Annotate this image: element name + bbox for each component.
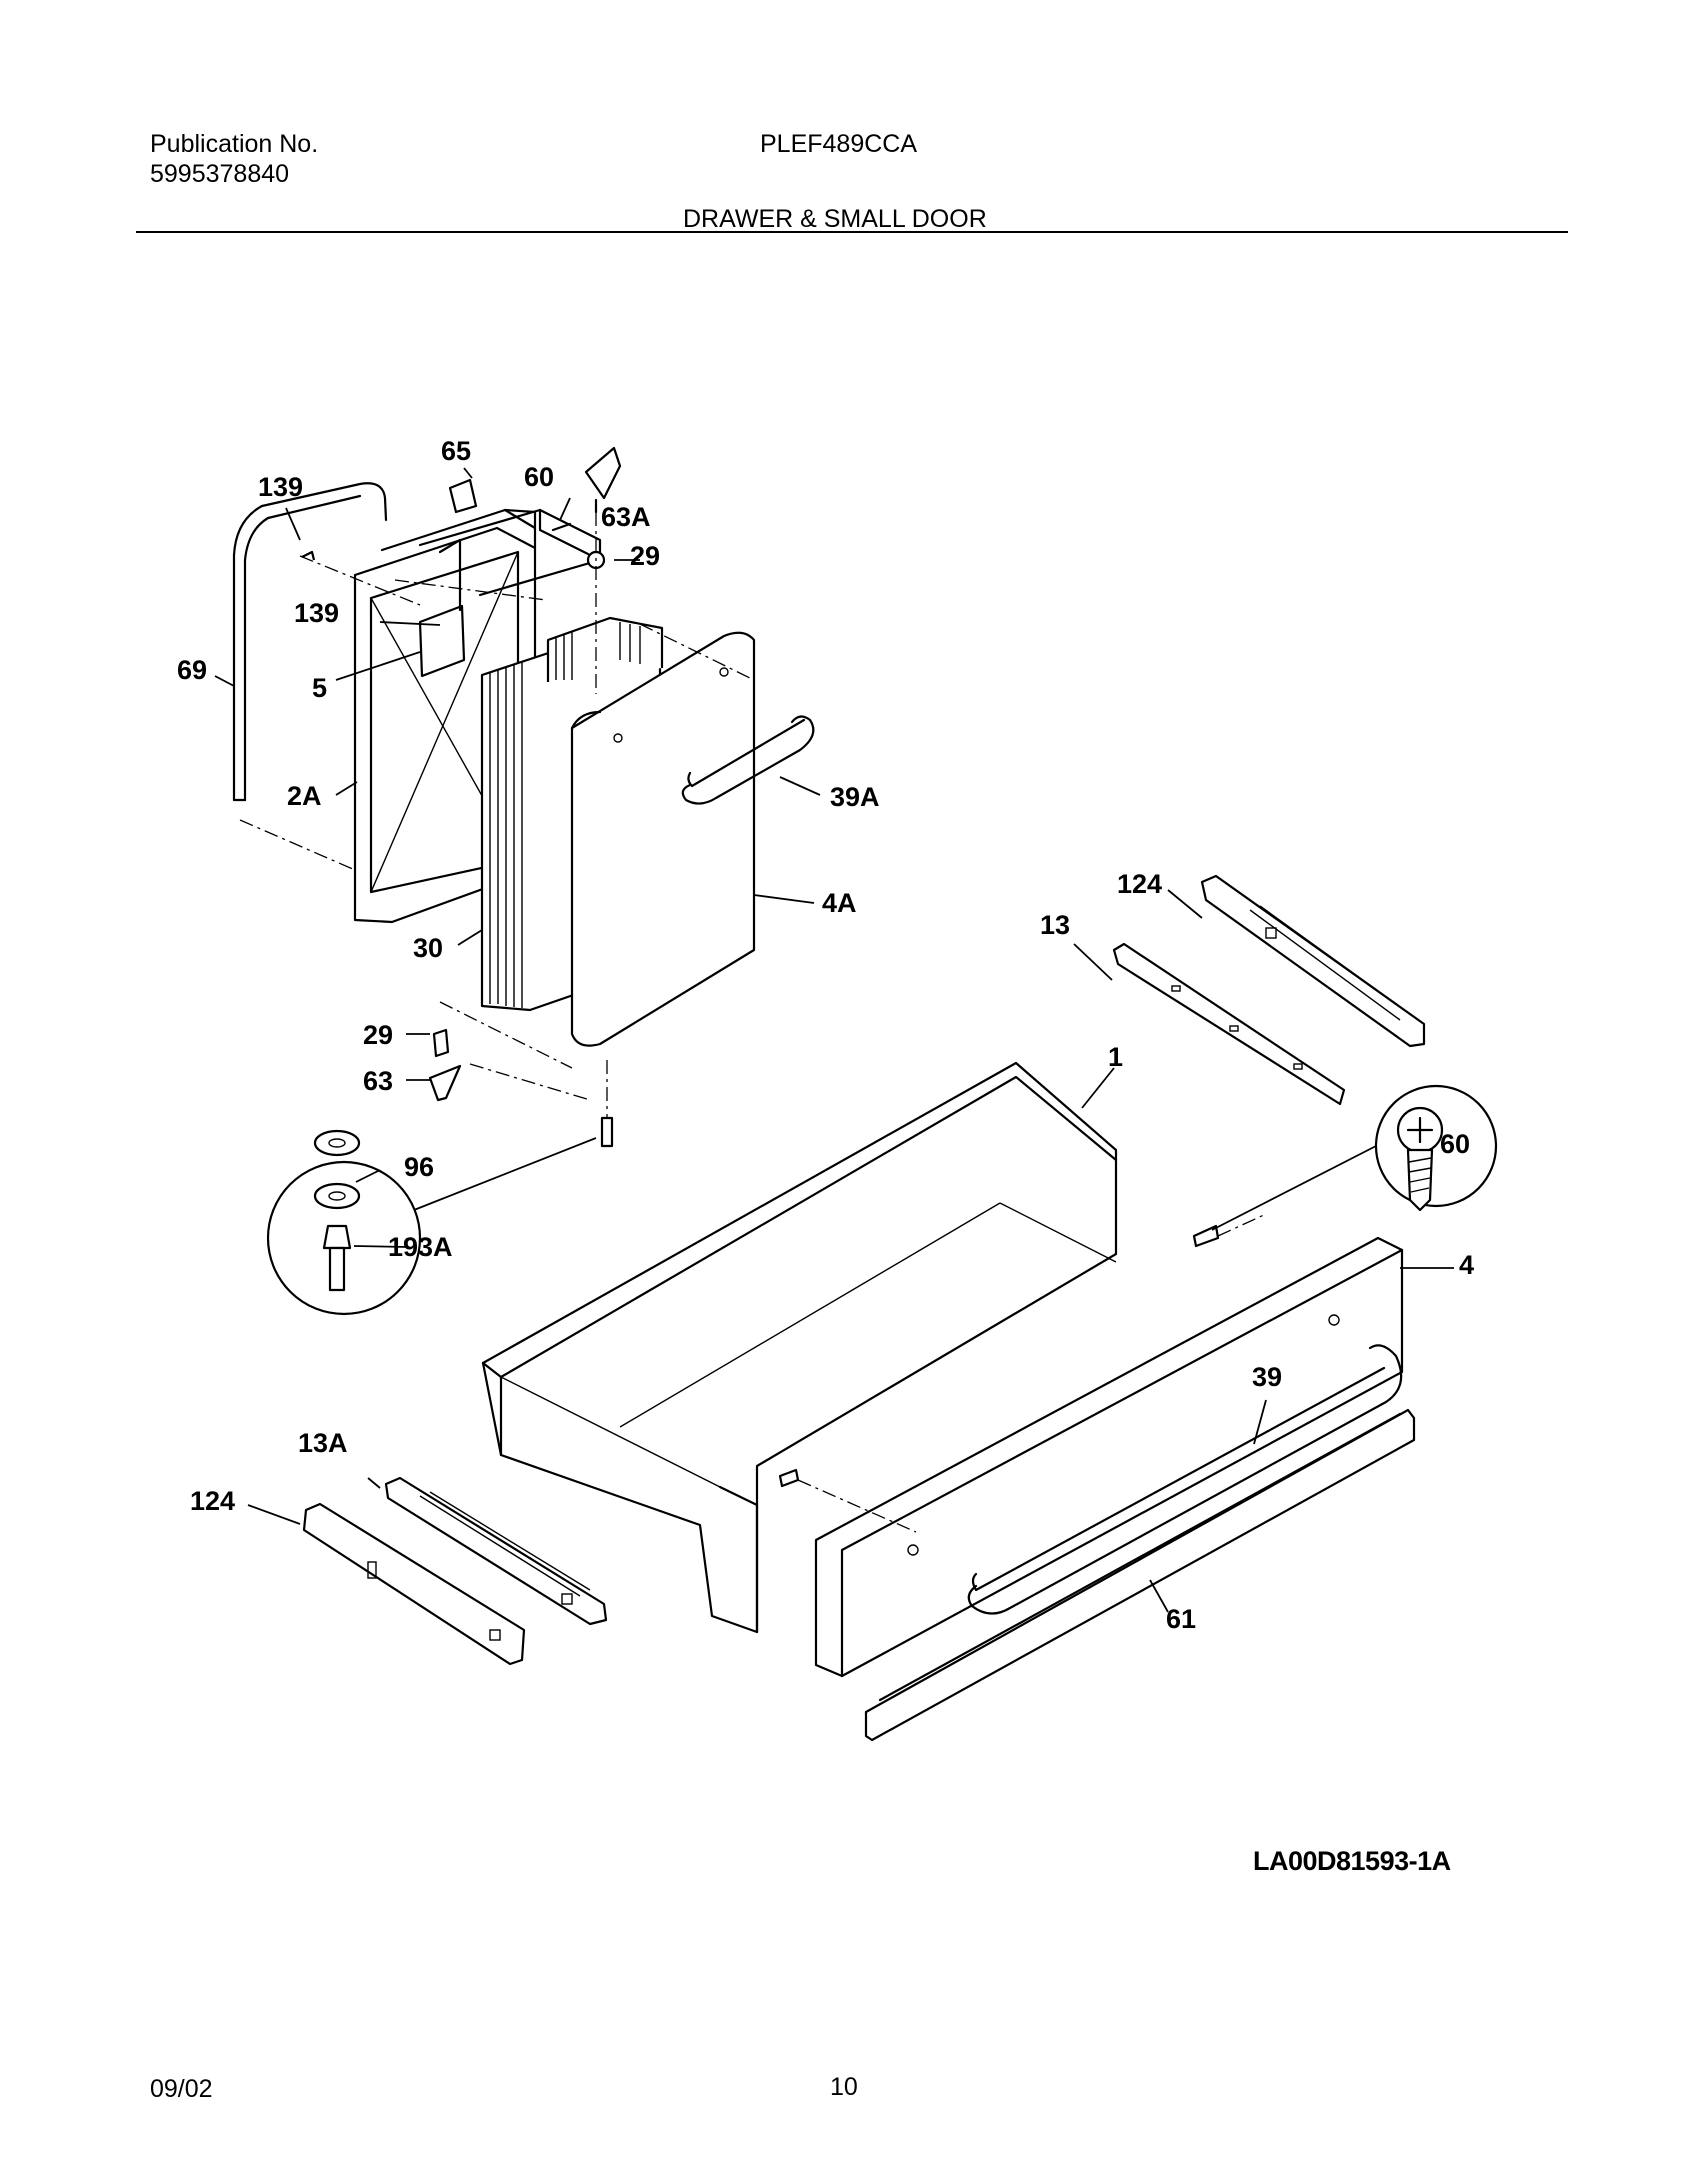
callout-60-detail: 60 <box>1440 1129 1470 1159</box>
callout-13: 13 <box>1040 910 1070 940</box>
callout-63A: 63A <box>601 502 651 532</box>
drawer-rail-124-right <box>1200 874 1426 1048</box>
callout-13A: 13A <box>298 1428 348 1458</box>
door-handle-39A <box>681 715 815 805</box>
callout-139-top: 139 <box>258 472 303 502</box>
drawer-screws <box>778 1213 1267 1533</box>
page-number: 10 <box>830 2073 858 2101</box>
small-door-panel-4A <box>570 631 756 1047</box>
diagram-code: LA00D81593-1A <box>1253 1846 1451 1876</box>
callout-139-mid: 139 <box>294 598 339 628</box>
drawer-slide-13A <box>384 1476 608 1626</box>
publication-label: Publication No. <box>150 130 319 158</box>
callout-60-top: 60 <box>524 462 554 492</box>
callout-4: 4 <box>1459 1250 1474 1280</box>
callout-69: 69 <box>177 655 207 685</box>
callout-124-left: 124 <box>190 1486 235 1516</box>
assembly-dashes-door <box>239 512 755 1118</box>
door-trim-69 <box>232 482 388 802</box>
leader-lines <box>214 467 1454 1613</box>
top-channel-bracket <box>418 508 602 597</box>
drawer-rail-124-left <box>302 1502 526 1666</box>
hinge-bracket-5 <box>418 538 466 678</box>
callout-96: 96 <box>404 1152 434 1182</box>
drawer-handle-39 <box>967 1344 1403 1615</box>
callout-29-top: 29 <box>630 541 660 571</box>
callout-1: 1 <box>1108 1042 1123 1072</box>
model-number: PLEF489CCA <box>760 130 918 158</box>
callout-4A: 4A <box>822 888 857 918</box>
callout-29-bottom: 29 <box>363 1020 393 1050</box>
section-title: DRAWER & SMALL DOOR <box>683 205 987 233</box>
detail-circle <box>266 1129 597 1316</box>
callout-39: 39 <box>1252 1362 1282 1392</box>
door-hardware-bottom <box>428 1028 614 1148</box>
callout-65: 65 <box>441 436 471 466</box>
footer-date: 09/02 <box>150 2075 213 2103</box>
publication-number: 5995378840 <box>150 160 290 188</box>
callout-61: 61 <box>1166 1604 1196 1634</box>
kick-plate-61 <box>864 1408 1416 1742</box>
header-rule <box>136 231 1568 233</box>
callout-193A: 193A <box>388 1232 453 1262</box>
callout-124-right: 124 <box>1117 869 1162 899</box>
callout-2A: 2A <box>287 781 322 811</box>
drawer-body-1 <box>481 1061 1118 1634</box>
callout-39A: 39A <box>830 782 880 812</box>
callout-30: 30 <box>413 933 443 963</box>
drawer-slide-13 <box>1112 942 1346 1106</box>
callout-63: 63 <box>363 1066 393 1096</box>
callout-5: 5 <box>312 673 327 703</box>
screw-detail-60 <box>1211 1084 1498 1231</box>
